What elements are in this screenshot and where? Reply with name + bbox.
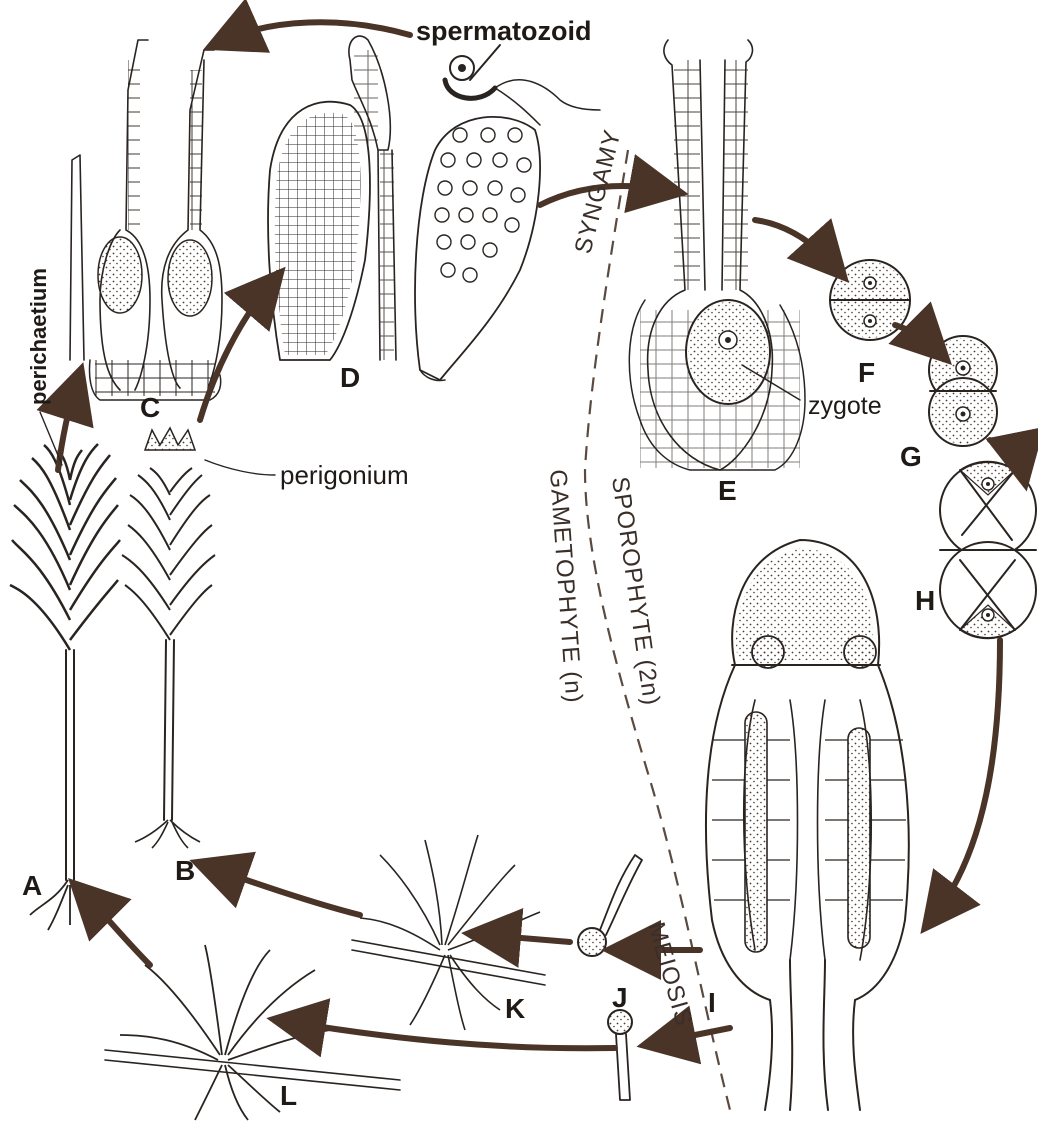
label-j: J — [612, 982, 628, 1013]
label-b: B — [175, 855, 195, 886]
stage-a-female-plant — [10, 444, 120, 930]
stage-h-embryo — [940, 461, 1036, 638]
label-k: K — [505, 993, 525, 1024]
label-h: H — [915, 585, 935, 616]
zygote-label: zygote — [808, 392, 882, 420]
gametophyte-label: GAMETOPHYTE (n) — [544, 469, 587, 705]
spermatozoid-cell — [445, 45, 600, 125]
label-c: C — [140, 392, 160, 423]
perigonium-rosette — [145, 428, 195, 450]
perichaetium-leader — [40, 412, 62, 465]
stage-b-male-plant — [122, 428, 215, 848]
stage-d-antheridia — [268, 36, 540, 380]
stage-i-capsule — [706, 540, 909, 1110]
stage-e-archegonium-with-zygote — [629, 40, 805, 470]
stage-g-embryo — [929, 336, 997, 446]
perigonium-leader — [205, 460, 275, 475]
label-g: G — [900, 441, 922, 472]
label-i: I — [708, 987, 716, 1018]
label-d: D — [340, 362, 360, 393]
spermatozoid-label: spermatozoid — [416, 16, 592, 46]
stage-j-germinating-spores — [578, 855, 642, 1100]
label-l: L — [280, 1080, 297, 1111]
label-e: E — [718, 475, 737, 506]
perigonium-label: perigonium — [280, 460, 409, 490]
stage-c-archegonia — [70, 40, 222, 400]
perichaetium-label: perichaetium — [26, 268, 51, 405]
label-a: A — [22, 870, 42, 901]
meiosis-label: MEIOSIS — [642, 919, 697, 1029]
label-f: F — [858, 357, 875, 388]
sporophyte-label: SPOROPHYTE (2n) — [606, 475, 665, 708]
